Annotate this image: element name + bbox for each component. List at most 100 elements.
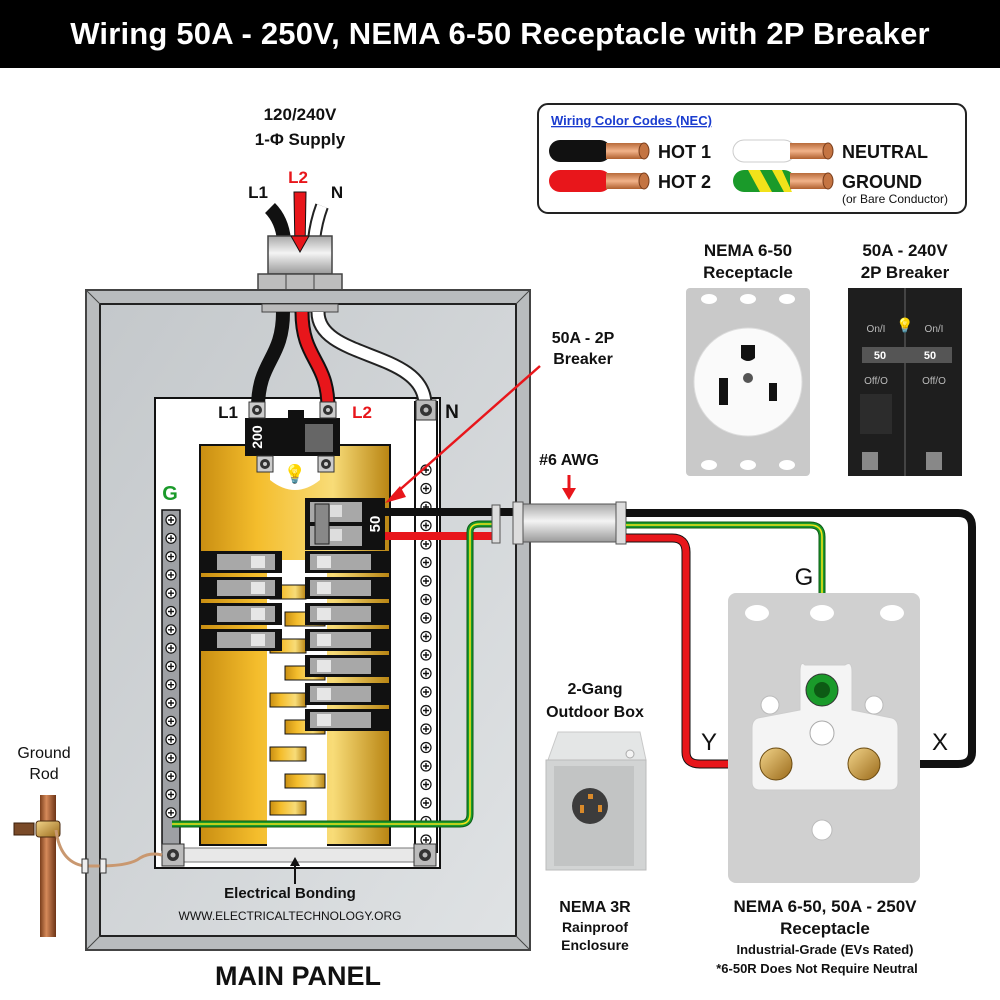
breaker-toggle [251,608,265,620]
screw-cross [168,718,174,725]
copper-end [638,142,650,160]
screw-cross [168,517,174,523]
bonding-screw-center [422,852,428,858]
wire-gauge-label: #6 AWG [539,452,599,469]
receptacle-g-label: G [795,564,814,591]
receptacle-product-title-2: Receptacle [703,263,793,282]
ground-rod-label-2: Rod [29,766,58,783]
screw-cross [423,652,429,658]
supply-voltage-label: 120/240V [264,105,337,124]
breaker-product-title-2: 2P Breaker [861,263,950,282]
screw-cross [168,663,174,670]
main-breaker-rating: 200 [249,425,265,449]
breaker-toggle [317,608,331,620]
breaker-tie-handle [314,503,330,545]
supply-l1-wire [264,203,291,241]
ground-rod-label-1: Ground [17,745,70,762]
breaker-product-image: On/I On/I 💡 50 50 Off/O Off/O [848,288,962,476]
neutral-wire-swatch [732,139,796,163]
hot2-wire-swatch [549,170,611,192]
breaker-fine-print [860,394,892,434]
breaker-callout-line [394,365,541,495]
screw-cross [168,535,174,542]
screw-cross [168,700,174,706]
screw-cross [168,590,174,597]
outdoor-box-image [545,731,647,871]
copper-end [638,172,650,190]
ground-stripe [748,170,792,192]
receptacle-product-image [686,288,810,476]
screw-cross [423,633,429,640]
conduit [522,503,617,543]
copper-core [606,143,644,159]
breaker-toggle [317,660,331,672]
copper-core [790,173,828,189]
screw-cross [423,837,429,843]
conduit-fitting-left [512,501,524,545]
mount-hole [745,605,769,621]
screw-cross [168,571,174,578]
conduit-connector-inner [491,504,501,544]
receptacle-x-label: X [932,729,948,756]
breaker-toggle [317,634,331,646]
legend-hot1-label: HOT 1 [658,142,711,162]
legend-hot1: HOT 1 [549,140,711,162]
hot2-wire-to-y [626,534,776,768]
screw-cross [168,809,174,816]
breaker-callout-2: Breaker [553,351,613,368]
breaker-face [217,632,275,648]
receptacle-caption-3: Industrial-Grade (EVs Rated) [737,942,914,957]
bulb-icon: 💡 [284,463,306,484]
outdoor-box-caption-2: Rainproof [562,919,628,935]
legend-ground: GROUND (or Bare Conductor) [733,170,948,206]
breaker-50a-rating: 50 [367,516,384,533]
legend-hot2: HOT 2 [549,170,711,192]
breaker-callout-1: 50A - 2P [552,330,615,347]
frame-bevel [85,289,101,305]
breaker-toggle [317,582,331,594]
legend-neutral-label: NEUTRAL [842,142,928,162]
receptacle-pin [580,805,584,813]
breaker-toggle [251,556,265,568]
breaker-toggle [330,505,342,517]
hot1-wire-to-x [626,509,976,768]
screw-cross [423,541,429,547]
ground-rod-clamp [35,820,61,838]
outdoor-box-title-1: 2-Gang [567,681,622,698]
ground-terminal-screw-center [814,682,830,698]
mount-hole [779,460,795,470]
main-breaker-handle [288,410,304,420]
side-screw [864,695,884,715]
panel-l1-wire [251,311,290,409]
legend-title: Wiring Color Codes (NEC) [551,113,712,128]
screw-cross [423,800,429,806]
mount-hole [740,460,756,470]
supply-l2-label: L2 [288,168,308,187]
main-panel-caption: MAIN PANEL [215,961,381,991]
screw-cross [423,689,429,695]
receptacle-caption-4: *6-50R Does Not Require Neutral [716,961,918,976]
ground-wire-to-g [626,524,823,682]
screw-cross [168,645,174,652]
panel-bushing [99,858,107,874]
receptacle-pin [598,805,602,812]
mount-hole [701,460,717,470]
supply-phase-label: 1-Φ Supply [255,130,346,149]
bonding-label: Electrical Bonding [224,885,356,902]
mount-screw [811,819,833,841]
hot1-wire-swatch [549,140,611,162]
receptacle-pin [588,794,593,799]
wire-gauge-arrowhead [562,488,576,500]
outdoor-box-caption-1: NEMA 3R [559,899,631,916]
main-lug-screws [248,401,337,473]
panel-l1-label: L1 [218,403,238,422]
breaker-toggle [251,582,265,594]
breaker-off-label-1: Off/O [864,376,888,387]
screw-cross [423,615,429,621]
ground-electrode-conductor [54,829,163,868]
website-label: WWW.ELECTRICALTECHNOLOGY.ORG [179,909,402,923]
branch-breakers [200,551,390,731]
bonding-arrow-head [290,857,300,866]
breaker-on-label-2: On/I [925,324,944,335]
screw-cross [423,781,429,788]
